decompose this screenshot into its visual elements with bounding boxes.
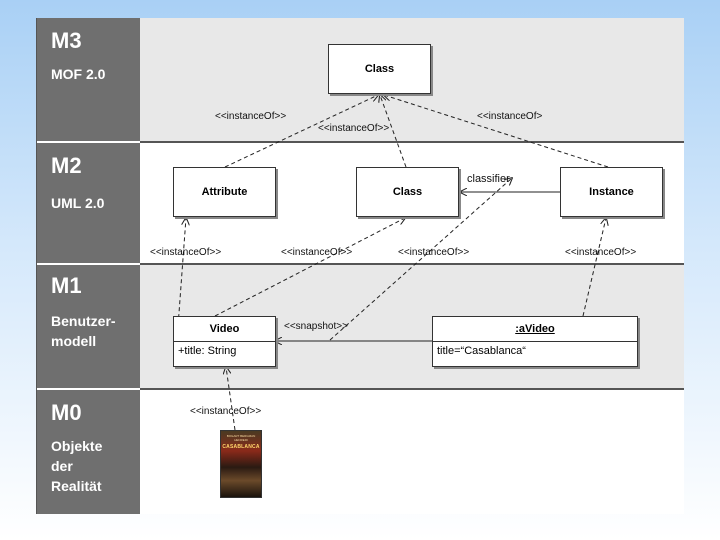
level-m0: M0 Objekte der Realität <box>37 390 140 514</box>
casablanca-poster: BOGART BERGMAN HENREID CASABLANCA <box>220 430 262 498</box>
level-desc: Objekte der Realität <box>51 438 103 494</box>
m1-video-class[interactable]: Video +title: String <box>173 316 276 367</box>
label-m2-1: <<instanceOf>> <box>150 247 222 258</box>
dep-avideo-to-instance <box>582 218 606 317</box>
class-label: Class <box>364 63 395 75</box>
label-m3-right: <<instanceOf> <box>477 111 543 122</box>
poster-title: CASABLANCA <box>222 444 260 450</box>
m1-avideo-object[interactable]: :aVideo title=“Casablanca“ <box>432 316 638 367</box>
level-id: M0 <box>51 400 82 425</box>
level-m1: M1 Benutzer- modell <box>37 265 140 390</box>
dep-attribute-to-class <box>224 95 378 168</box>
attribute-label: Attribute <box>201 186 248 198</box>
dep-video-to-class <box>214 218 405 317</box>
poster-credits: BOGART BERGMAN HENREID <box>226 434 256 442</box>
label-m2-4: <<instanceOf>> <box>565 247 637 258</box>
m2-attribute-box[interactable]: Attribute <box>173 167 276 217</box>
instance-label: Instance <box>589 186 634 198</box>
label-m2-2: <<instanceOf>> <box>281 247 353 258</box>
level-id: M2 <box>51 153 82 178</box>
label-m2-3: <<instanceOf>> <box>398 247 470 258</box>
video-title: Video <box>174 317 275 342</box>
class-label: Class <box>392 186 423 198</box>
m2-class-box[interactable]: Class <box>356 167 459 217</box>
dep-object-to-video <box>226 367 236 431</box>
label-classifier: classifier <box>467 173 510 185</box>
dep-instance-to-class <box>384 95 609 168</box>
label-m3-mid: <<instanceOf>> <box>318 123 390 134</box>
video-attribute: +title: String <box>178 345 237 357</box>
level-m2: M2 UML 2.0 <box>37 143 140 265</box>
level-m3: M3 MOF 2.0 <box>37 18 140 143</box>
level-id: M1 <box>51 273 82 298</box>
m2-instance-box[interactable]: Instance <box>560 167 663 217</box>
label-snapshot: <<snapshot>> <box>284 321 348 332</box>
avideo-title: :aVideo <box>433 317 637 342</box>
dep-avideo-to-class <box>329 178 512 341</box>
level-desc: MOF 2.0 <box>51 66 106 82</box>
dep-class-to-class <box>380 95 407 168</box>
label-m3-left: <<instanceOf>> <box>215 111 287 122</box>
level-desc: Benutzer- modell <box>51 313 116 349</box>
level-id: M3 <box>51 28 82 53</box>
level-desc: UML 2.0 <box>51 195 105 211</box>
m3-class-box[interactable]: Class <box>328 44 431 94</box>
label-m0: <<instanceOf>> <box>190 406 262 417</box>
avideo-slot: title=“Casablanca“ <box>437 345 526 357</box>
